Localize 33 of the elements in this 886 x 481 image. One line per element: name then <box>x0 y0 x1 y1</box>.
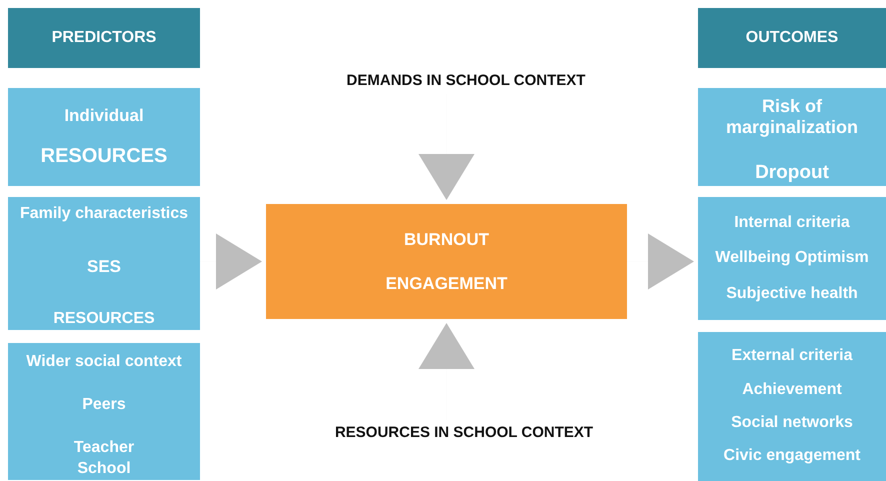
box-text: Achievement <box>742 380 842 399</box>
box-text: Individual <box>64 106 144 126</box>
box-text: Family characteristics <box>20 205 188 224</box>
category-box <box>698 197 886 320</box>
box-text: ENGAGEMENT <box>386 274 508 294</box>
box-text: Teacher <box>74 438 134 458</box>
box-text: Wellbeing Optimism <box>715 249 869 268</box>
category-box <box>698 88 886 186</box>
central-box <box>266 204 627 319</box>
category-box <box>8 197 200 330</box>
category-box <box>8 343 200 480</box>
header-text: OUTCOMES <box>746 28 838 48</box>
box-text: Peers <box>82 396 126 414</box>
category-box <box>8 88 200 186</box>
box-text: External criteria <box>732 347 852 366</box>
header-box <box>698 8 886 68</box>
box-text: Risk of marginalization <box>724 96 860 138</box>
box-text: Internal criteria <box>734 214 850 232</box>
box-text: RESOURCES <box>53 310 155 328</box>
box-text: School <box>77 460 131 478</box>
box-text: Wider social context <box>26 353 182 372</box>
category-box <box>698 332 886 481</box>
context-label: RESOURCES IN SCHOOL CONTEXT <box>334 424 594 442</box>
box-text: Social networks <box>731 414 853 432</box>
box-text: BURNOUT <box>404 230 489 250</box>
box-text: SES <box>86 256 122 276</box>
header-box <box>8 8 200 68</box>
box-text: RESOURCES <box>40 144 168 168</box>
box-text: Dropout <box>755 162 829 184</box>
box-text: Civic engagement <box>724 447 860 466</box>
box-text: Subjective health <box>726 284 858 304</box>
header-text: PREDICTORS <box>52 28 156 48</box>
context-label: DEMANDS IN SCHOOL CONTEXT <box>346 72 586 90</box>
